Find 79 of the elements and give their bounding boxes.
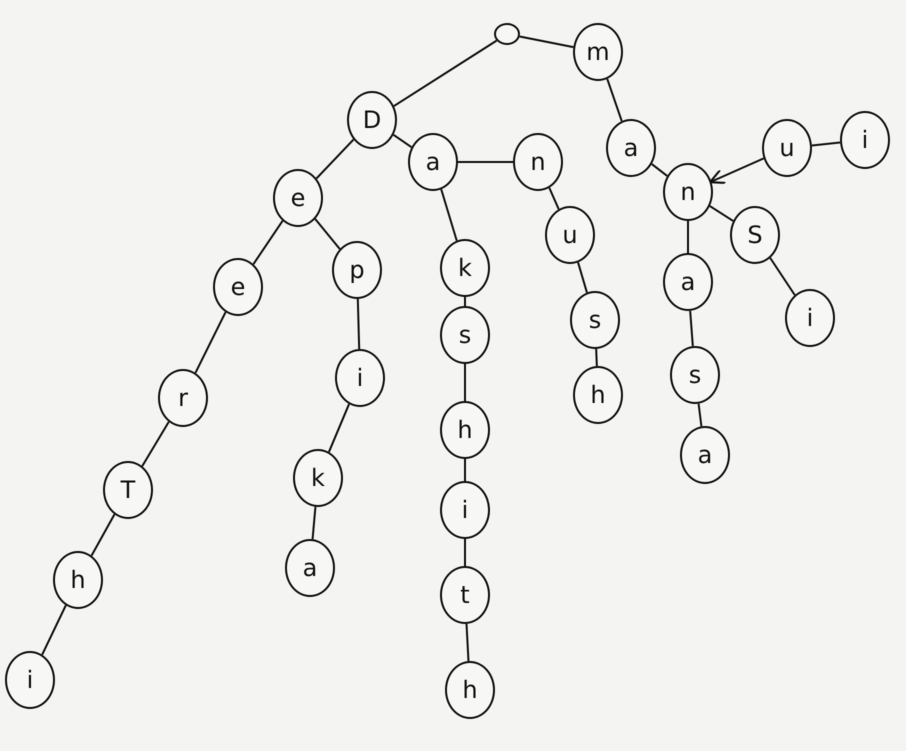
node-letter: k [458,256,472,280]
letter-node [5,651,55,709]
node-letter: i [356,366,364,390]
letter-node [158,369,208,427]
connector-line [458,161,513,163]
letter-node [513,133,563,191]
connector-line [709,205,734,222]
letter-node [545,206,595,264]
node-letter: i [862,128,868,152]
connector-line [651,163,668,177]
connector-line [464,459,466,481]
connector-line [316,138,354,180]
node-letter: n [680,180,696,204]
connector-line [392,134,412,148]
node-letter: e [230,275,246,299]
connector-line [687,221,689,253]
node-letter: i [26,668,34,692]
node-letter: s [458,323,472,347]
node-letter: D [362,108,382,132]
connector-line [548,187,560,210]
letter-node [335,349,385,407]
node-letter: u [779,136,795,160]
connector-line [194,312,226,374]
letter-node [53,551,103,609]
letter-node [293,449,343,507]
letter-node [273,169,323,227]
node-letter: n [530,150,546,174]
node-letter: i [462,498,468,522]
connector-line [356,298,360,350]
connector-line [252,220,284,265]
node-letter: h [590,383,606,407]
connector-line [466,624,470,662]
connector-line [519,36,574,48]
arrow [709,157,764,184]
node-letter: t [460,583,470,607]
node-letter: s [588,308,602,332]
node-letter: s [688,363,702,387]
node-letter: a [680,270,696,294]
node-letter: S [747,223,763,247]
node-letter: a [698,443,712,467]
connector-line [606,78,623,122]
node-letter: i [806,306,814,330]
connector-line [328,404,350,452]
node-letter: h [70,568,86,592]
connector-line [769,257,796,296]
connector-line [464,297,466,306]
connector-line [464,364,466,401]
node-letter: k [311,466,325,490]
connector-line [314,218,341,250]
connector-line [698,404,702,426]
connector-line [689,310,694,346]
node-letter: h [457,418,473,442]
connector-line [440,189,458,241]
node-letter: a [426,150,440,174]
letter-node [213,258,263,316]
letter-node [332,241,382,299]
node-letter: m [586,40,610,64]
connector-line [41,604,67,656]
connector-line [595,348,598,366]
connector-line [577,262,588,293]
node-letter: a [302,556,318,580]
letter-node [103,461,153,519]
letter-node [730,206,780,264]
connector-line [141,421,170,467]
node-letter: p [349,258,365,282]
node-letter: e [290,186,306,210]
node-letter: h [462,678,478,702]
node-letter: u [562,223,578,247]
connector-line [90,514,116,556]
node-letter: a [624,136,638,160]
connector-line [464,539,466,566]
connector-line [393,40,498,107]
connector-line [312,506,316,540]
letter-node [785,289,835,347]
letter-node [347,91,397,149]
circle-node [494,23,520,45]
node-letter: r [178,386,188,410]
node-letter: T [120,478,136,502]
connector-line [812,142,840,146]
